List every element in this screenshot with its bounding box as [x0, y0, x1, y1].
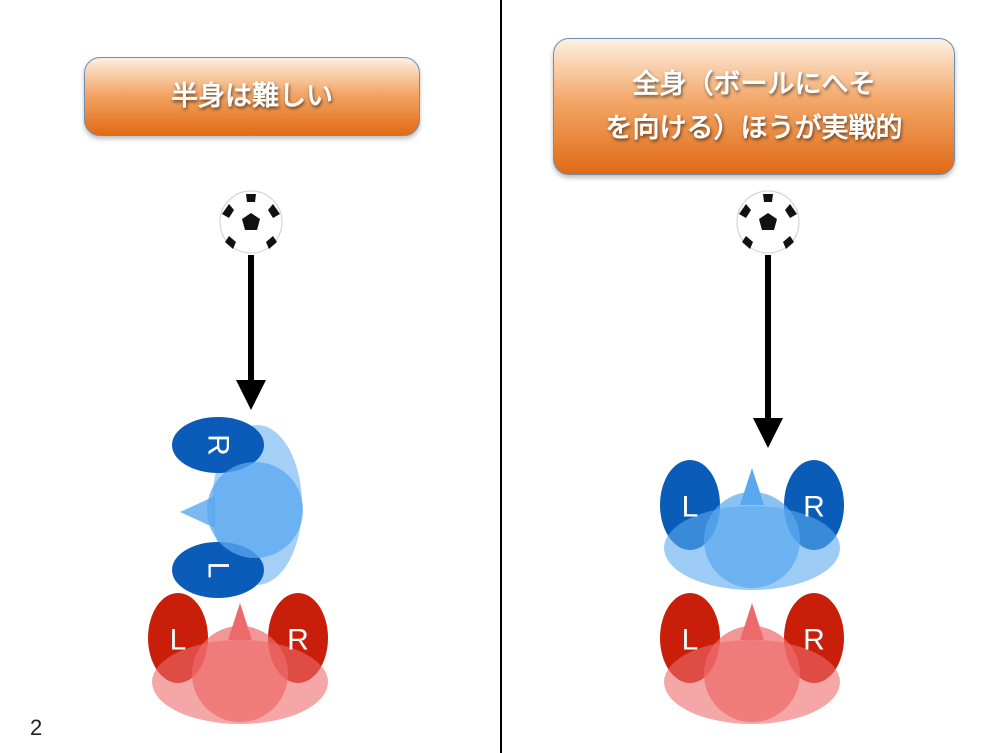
defender-figure-half: R L: [172, 417, 303, 598]
right-title-line-1: 全身（ボールにへそ: [632, 68, 876, 100]
foot-label-l: L: [682, 624, 699, 657]
foot-label-r: R: [803, 624, 825, 657]
left-title: 半身は難しい: [171, 80, 333, 112]
soccer-ball-icon: [736, 190, 800, 254]
foot-label-l: L: [202, 562, 235, 579]
right-title-line-2: を向ける）ほうが実戦的: [605, 112, 903, 144]
attacker-figure-left: L R: [148, 593, 328, 724]
right-title-box: 全身（ボールにへそを向ける）ほうが実戦的: [553, 38, 955, 175]
foot-label-l: L: [170, 624, 187, 657]
panel-divider: [500, 0, 502, 753]
soccer-ball-icon: [219, 190, 283, 254]
foot-label-l: L: [682, 491, 699, 524]
foot-l: [172, 542, 264, 598]
foot-r: [172, 417, 264, 473]
nose-indicator: [180, 496, 215, 528]
arrow-down-left: [236, 255, 266, 410]
page-number: 2: [30, 715, 43, 740]
defender-figure-full: L R: [660, 460, 844, 590]
foot-label-r: R: [287, 624, 309, 657]
left-title-box: 半身は難しい: [84, 57, 420, 136]
head-circle: [207, 462, 303, 558]
foot-label-r: R: [803, 491, 825, 524]
attacker-figure-right: L R: [660, 593, 844, 724]
arrow-down-right: [753, 255, 783, 448]
foot-label-r: R: [202, 434, 235, 456]
